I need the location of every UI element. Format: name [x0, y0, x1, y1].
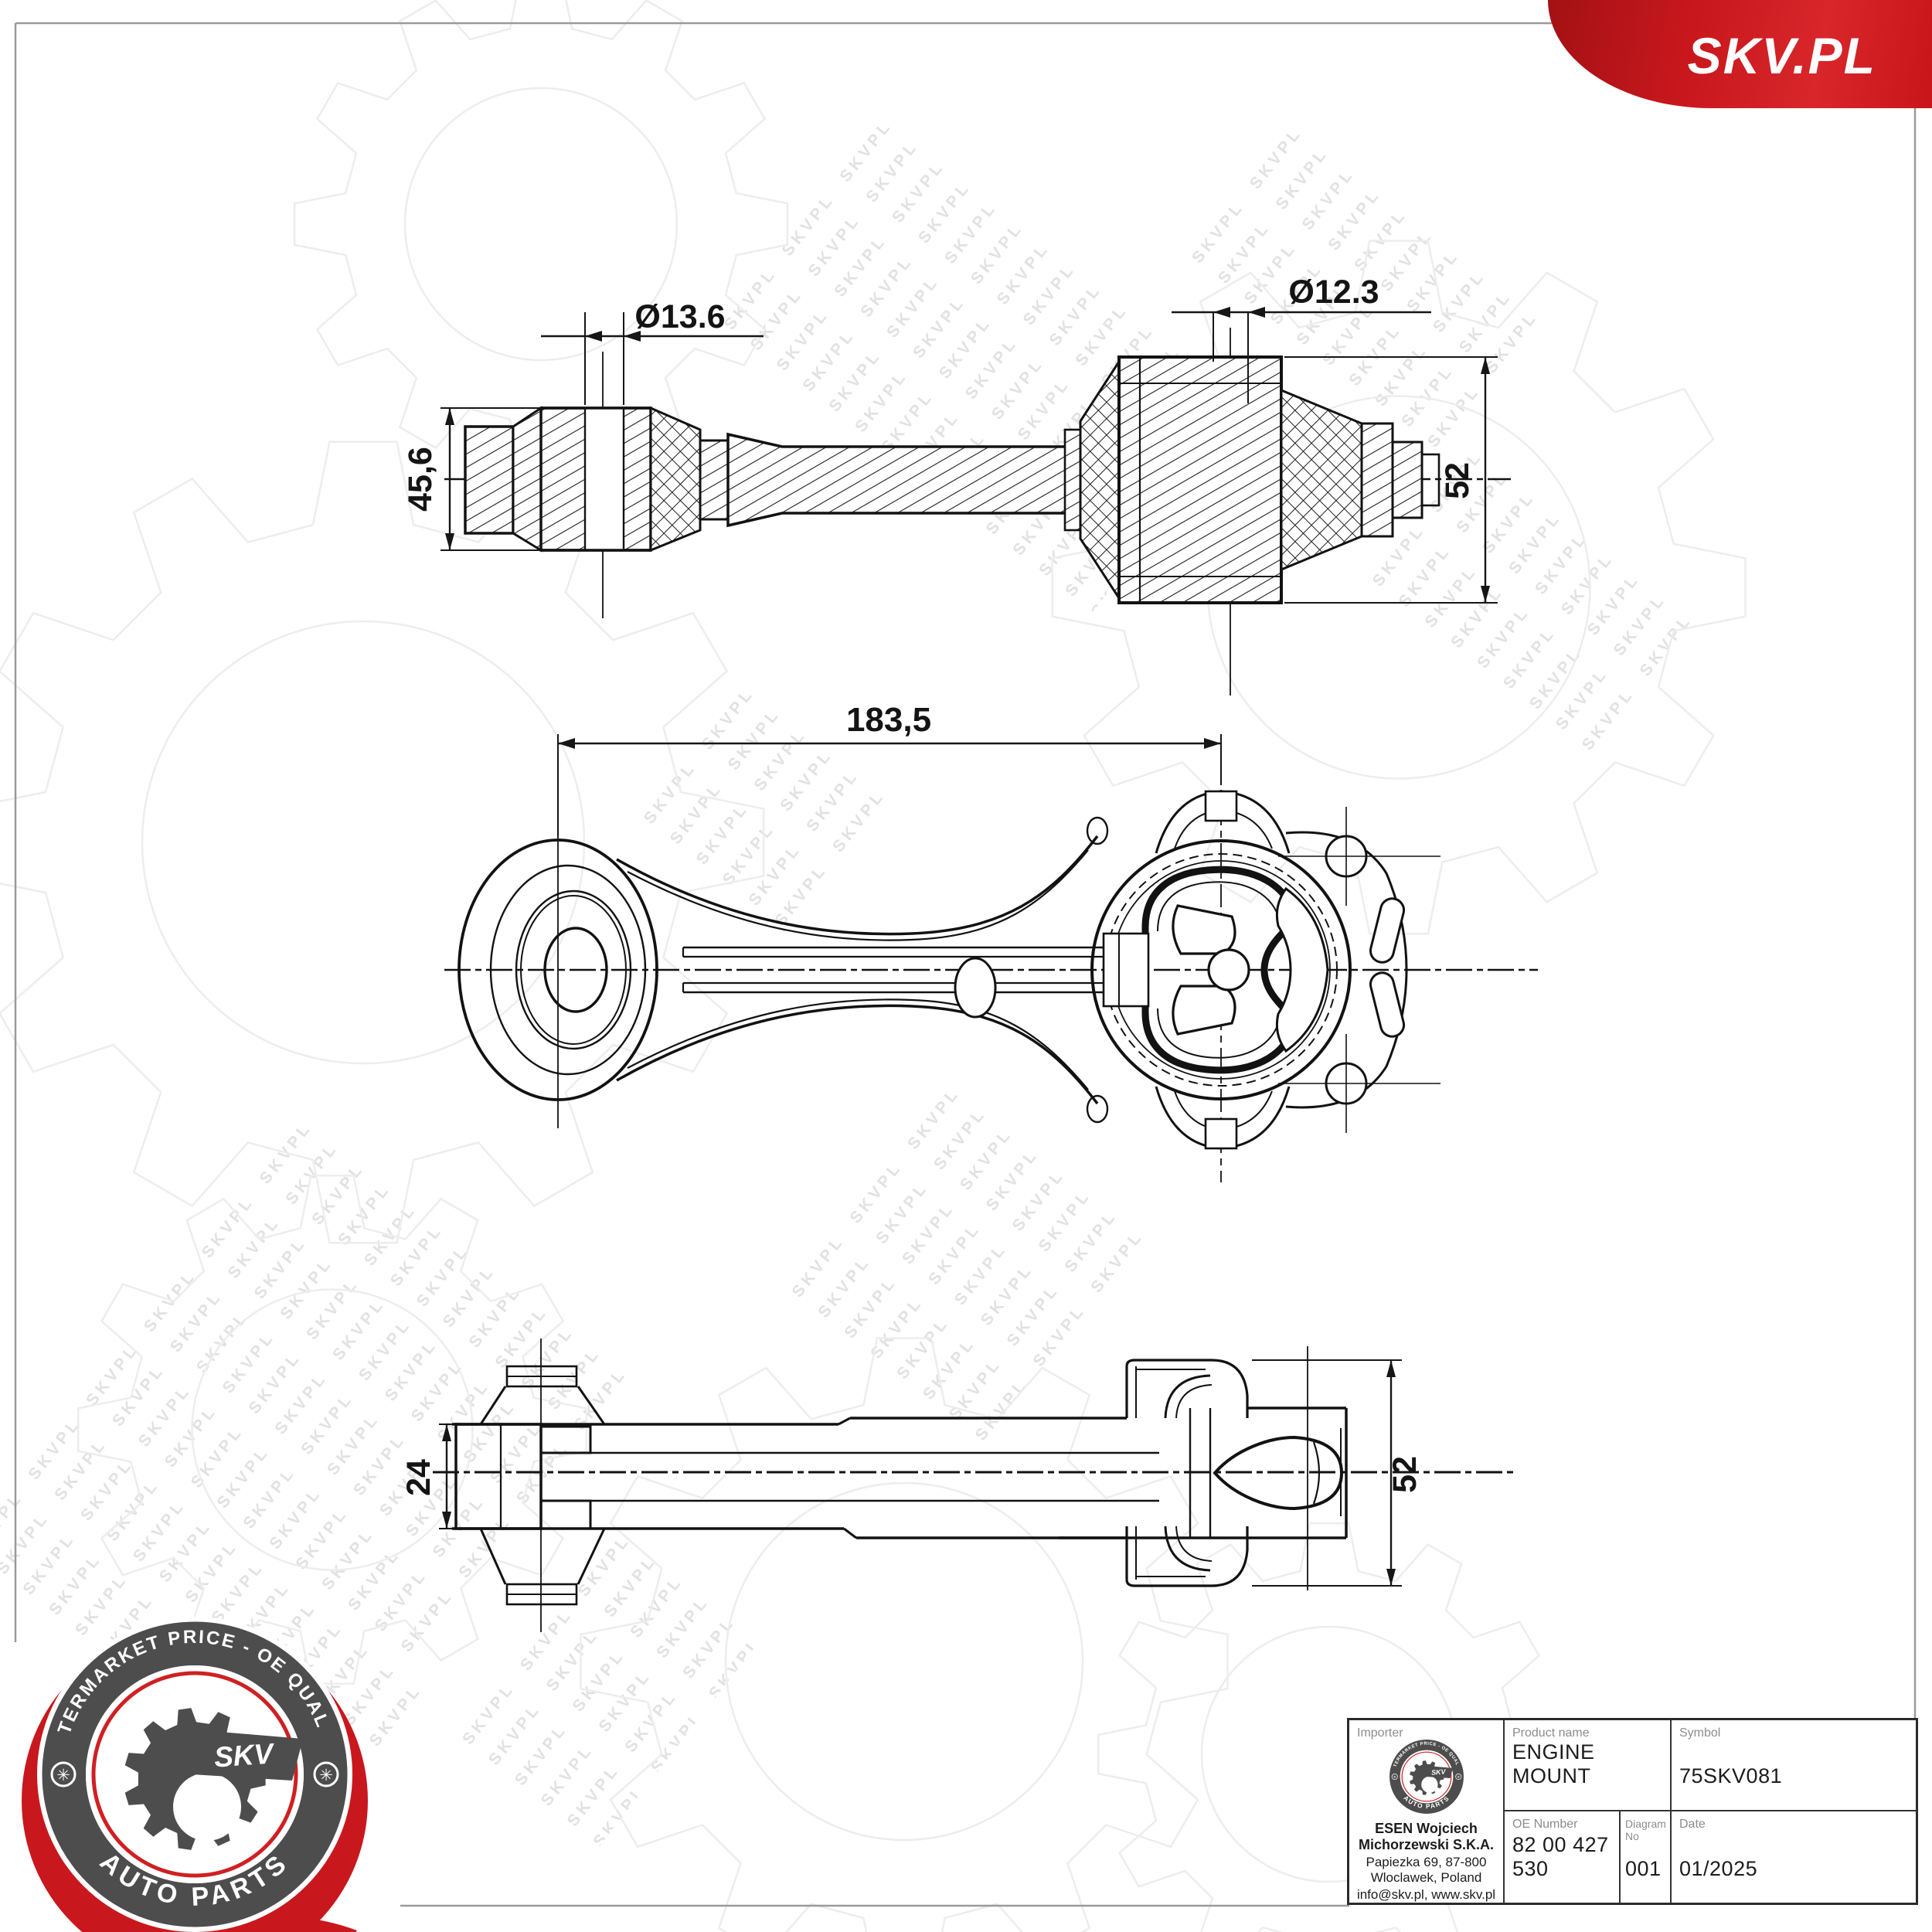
dim-profile-view	[439, 1359, 1402, 1587]
product-name-label: Product name	[1512, 1726, 1590, 1740]
dim-diameter-12-3: Ø12.3	[1288, 274, 1379, 311]
page-frame	[14, 22, 1917, 1907]
symbol-cell: Symbol 75SKV081	[1672, 1720, 1916, 1811]
dim-height-45-6: 45,6	[402, 447, 439, 512]
product-name-cell: Product name ENGINE MOUNT	[1505, 1720, 1672, 1811]
importer-contact: info@skv.pl, www.skv.pl	[1356, 1887, 1496, 1902]
diagram-no-label: Diagram No	[1625, 1818, 1666, 1842]
importer-name: ESEN Wojciech Michorzewski S.K.A.	[1358, 1821, 1495, 1852]
dim-plan-view	[557, 734, 1222, 836]
oe-number-cell: OE Number 82 00 427 530	[1505, 1811, 1621, 1903]
importer-label: Importer	[1357, 1726, 1403, 1740]
date-cell: Date 01/2025	[1672, 1811, 1916, 1903]
dim-top-view	[440, 307, 1498, 604]
importer-address: Papiezka 69, 87-800 Wloclawek, Poland	[1366, 1855, 1487, 1885]
diagram-no-value: 001	[1625, 1857, 1662, 1880]
dim-height-24: 24	[400, 1459, 437, 1496]
diagram-no-cell: Diagram No 001	[1621, 1811, 1672, 1903]
dim-labels-bottom: 24 52	[400, 1456, 1423, 1496]
product-name-value: ENGINE MOUNT	[1512, 1740, 1595, 1787]
dim-length-183-5: 183,5	[846, 701, 931, 739]
view-profile	[433, 1338, 1513, 1632]
oe-number-label: OE Number	[1512, 1818, 1578, 1831]
date-value: 01/2025	[1679, 1857, 1758, 1880]
view-plan	[444, 734, 1538, 1182]
view-top-section	[444, 328, 1511, 696]
brand-logo-text: SKV.PL	[1687, 27, 1876, 84]
skv-badge	[37, 1617, 352, 1932]
importer-badge	[1372, 1737, 1481, 1816]
title-block: Importer ESEN Wojciech Michorzewski S.K.…	[1347, 1718, 1918, 1905]
dim-labels-top: Ø13.6 45,6 Ø12.3 52	[402, 274, 1476, 512]
oe-number-value: 82 00 427 530	[1512, 1833, 1609, 1880]
date-label: Date	[1679, 1818, 1706, 1831]
watermark-gears	[0, 0, 1747, 1932]
symbol-label: Symbol	[1679, 1726, 1721, 1740]
brand-pin	[22, 1617, 368, 1932]
dim-height-52-bottom: 52	[1386, 1456, 1423, 1493]
symbol-value: 75SKV081	[1679, 1764, 1783, 1787]
dim-height-52-top: 52	[1439, 462, 1476, 499]
dim-diameter-13-6: Ø13.6	[634, 298, 725, 335]
importer-cell: Importer ESEN Wojciech Michorzewski S.K.…	[1349, 1720, 1505, 1903]
